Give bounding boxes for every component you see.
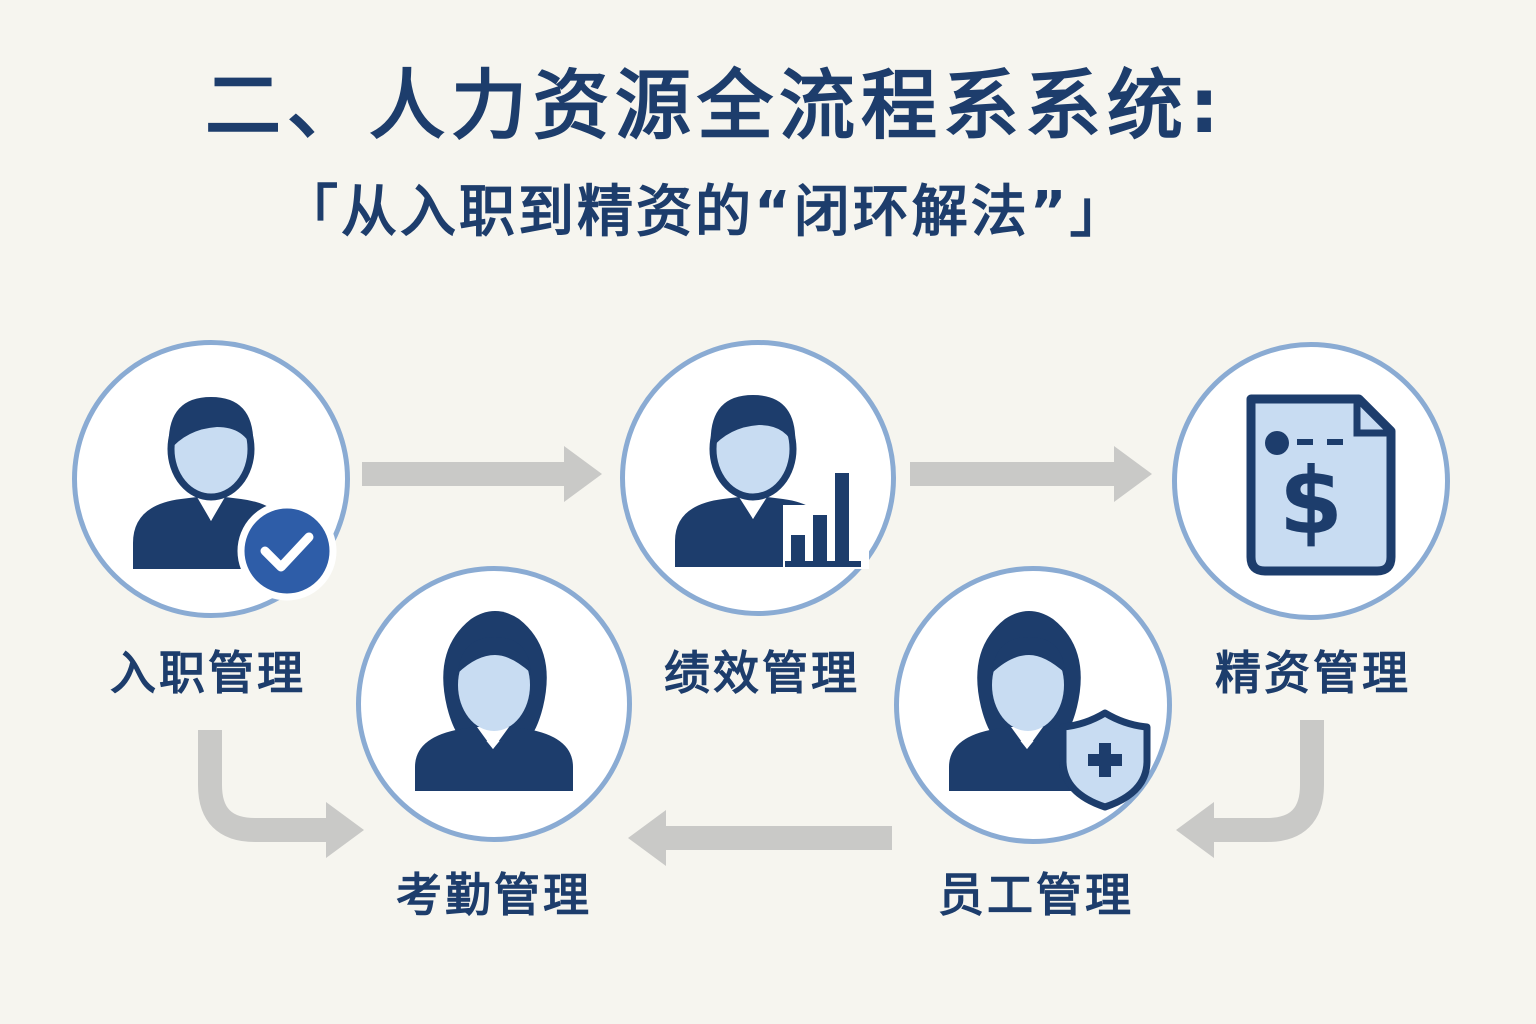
person-check-icon [133, 397, 337, 601]
node-label-employee: 员工管理 [938, 868, 1134, 922]
person-chart-icon [675, 395, 869, 569]
node-label-salary: 精资管理 [1215, 646, 1411, 700]
arrowhead [326, 802, 364, 858]
node-employee[interactable] [894, 566, 1172, 844]
arrow-onboarding-to-attendance [198, 730, 330, 842]
node-onboarding[interactable] [72, 340, 350, 618]
node-label-performance: 绩效管理 [664, 646, 860, 700]
woman-shield-icon [949, 611, 1151, 811]
arrow-salary-to-employee [1210, 720, 1324, 842]
svg-text:$: $ [1279, 448, 1343, 555]
node-performance[interactable] [620, 340, 896, 616]
arrowhead [628, 810, 666, 866]
node-attendance[interactable] [356, 566, 632, 842]
page-title: 二、人力资源全流程系系统: [205, 61, 1226, 150]
arrowhead [1114, 446, 1152, 502]
page-subtitle: 「从入职到精资的“闭环解法”」 [282, 180, 1129, 245]
woman-icon [415, 611, 573, 791]
arrowhead [1176, 802, 1214, 858]
node-label-onboarding: 入职管理 [110, 646, 306, 700]
arrowhead [564, 446, 602, 502]
node-label-attendance: 考勤管理 [396, 868, 592, 922]
salary-document-icon: $ [1246, 394, 1396, 576]
node-salary[interactable]: $ [1172, 342, 1450, 620]
